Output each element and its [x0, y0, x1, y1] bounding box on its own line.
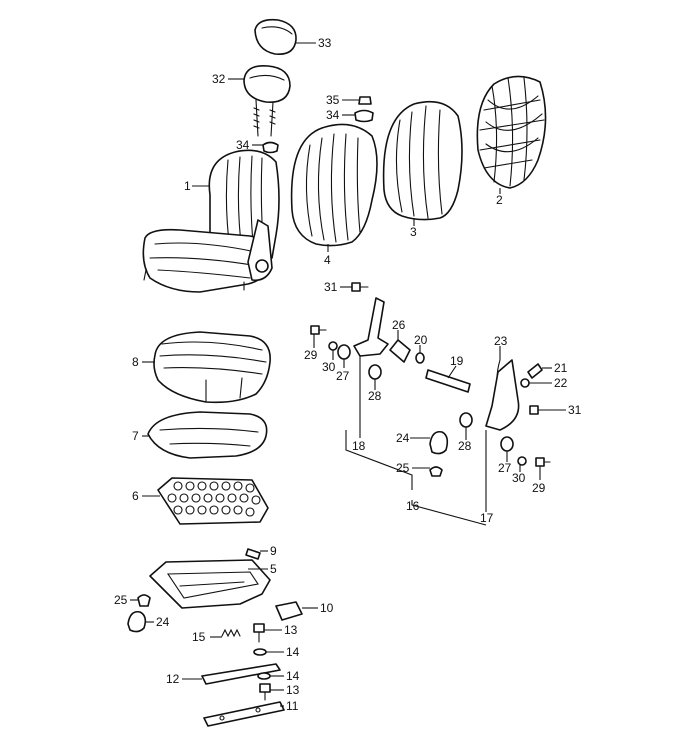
part-6-seat-springs [157, 477, 269, 525]
part-1-seat-assembly [142, 149, 280, 293]
label-7: 7 [132, 429, 139, 443]
part-30-nut-left [328, 341, 338, 351]
label-15: 15 [192, 630, 206, 644]
label-25: 25 [396, 461, 410, 475]
label-17: 17 [480, 511, 494, 525]
part-29-bolt-right [535, 457, 551, 467]
label-27: 27 [498, 461, 512, 475]
part-25-clip-left [137, 594, 151, 607]
part-17-hinge-right [485, 359, 520, 431]
label-12: 12 [166, 672, 180, 686]
label-13: 13 [286, 683, 300, 697]
part-20-washer [415, 352, 425, 364]
part-24-knob-left [127, 610, 147, 633]
part-13-bolt-bottom [259, 683, 271, 701]
label-29: 29 [532, 481, 546, 495]
part-15-spring [221, 628, 241, 638]
label-8: 8 [132, 355, 139, 369]
label-13: 13 [284, 623, 298, 637]
part-22-nut [520, 378, 530, 388]
part-24-knob-right [429, 430, 449, 455]
label-33: 33 [318, 36, 332, 50]
part-30-nut-right [517, 456, 527, 466]
part-13-bolt-top [253, 623, 265, 643]
part-21-cap [527, 363, 543, 379]
label-31: 31 [568, 403, 582, 417]
label-26: 26 [392, 318, 406, 332]
leader-lines [130, 42, 566, 707]
label-3: 3 [410, 225, 417, 239]
part-18-hinge-left [353, 297, 389, 357]
label-21: 21 [554, 361, 568, 375]
part-26-bracket [389, 339, 411, 363]
label-9: 9 [270, 544, 277, 558]
part-33-headrest-pad [254, 18, 297, 56]
part-5-seat-pan [149, 559, 271, 609]
label-24: 24 [396, 431, 410, 445]
part-7-seat-pad [147, 411, 268, 459]
label-19: 19 [450, 354, 464, 368]
label-4: 4 [324, 253, 331, 267]
label-23: 23 [494, 334, 508, 348]
part-31-bolt-top [351, 282, 369, 292]
label-30: 30 [322, 360, 336, 374]
part-9-clip [245, 548, 261, 560]
label-10: 10 [320, 601, 334, 615]
label-34: 34 [236, 138, 250, 152]
label-34: 34 [326, 108, 340, 122]
part-28-bushing-right [459, 412, 473, 428]
label-32: 32 [212, 72, 226, 86]
label-5: 5 [270, 562, 277, 576]
part-2-backrest-frame [476, 75, 547, 189]
label-18: 18 [352, 439, 366, 453]
part-14-washer-top [253, 648, 267, 656]
label-29: 29 [304, 348, 318, 362]
part-27-bushing-left [337, 344, 351, 360]
part-11-long-rail [203, 701, 285, 727]
label-24: 24 [156, 615, 170, 629]
part-28-bushing-left [368, 364, 382, 380]
label-30: 30 [512, 471, 526, 485]
label-25: 25 [114, 593, 128, 607]
label-27: 27 [336, 369, 350, 383]
part-14-washer-bottom [257, 672, 271, 680]
label-22: 22 [554, 376, 568, 390]
label-35: 35 [326, 93, 340, 107]
part-31-bolt-right [529, 405, 545, 415]
part-4-backrest-shell [290, 123, 378, 247]
part-3-backrest-cushion [382, 100, 463, 221]
label-28: 28 [368, 389, 382, 403]
label-20: 20 [414, 333, 428, 347]
part-25-clip-right [429, 466, 443, 477]
part-34-guide-top [354, 109, 374, 123]
part-35-cap [358, 96, 372, 105]
label-28: 28 [458, 439, 472, 453]
part-27-bushing-right [500, 436, 514, 452]
label-6: 6 [132, 489, 139, 503]
part-12-rail [201, 663, 281, 685]
label-14: 14 [286, 645, 300, 659]
part-32-headrest [243, 64, 291, 137]
label-11: 11 [286, 699, 299, 713]
label-31: 31 [324, 280, 338, 294]
part-29-bolt-left [310, 325, 327, 335]
part-10-block [275, 601, 303, 621]
label-1: 1 [184, 179, 191, 193]
label-16: 16 [406, 499, 420, 513]
part-8-seat-cushion [153, 331, 271, 404]
label-14: 14 [286, 669, 300, 683]
part-number-labels: 33 32 35 34 34 1 4 3 2 31 26 20 23 19 21… [114, 36, 582, 713]
label-2: 2 [496, 193, 503, 207]
part-34-guide-left [262, 141, 279, 154]
part-19-rod [425, 369, 471, 393]
